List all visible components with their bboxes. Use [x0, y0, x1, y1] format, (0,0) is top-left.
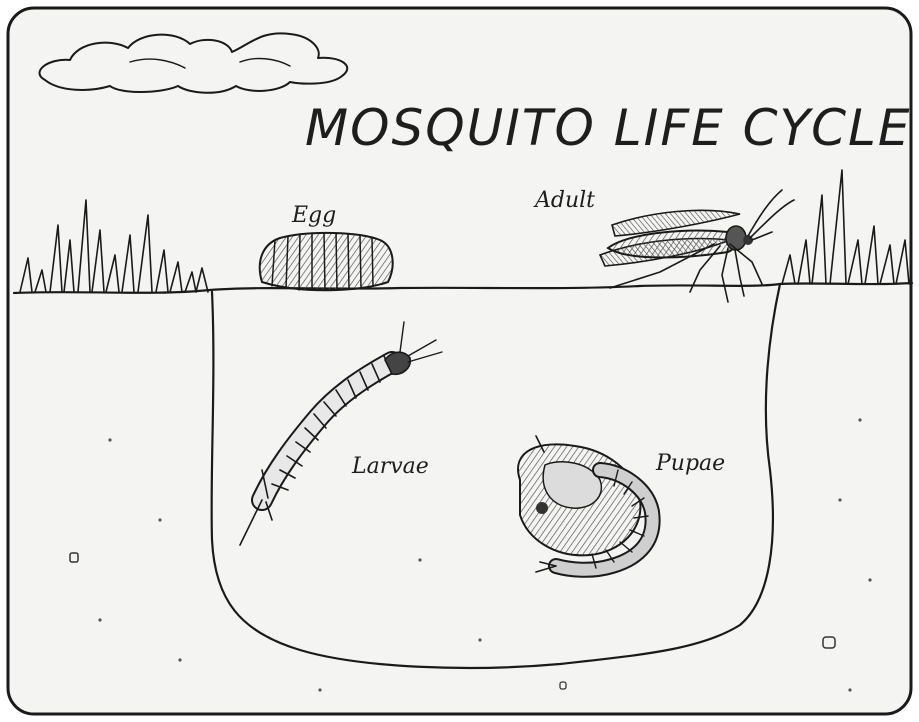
- pupae-label: Pupae: [655, 451, 725, 476]
- egg-label: Egg: [291, 203, 336, 228]
- egg-illustration: [260, 233, 393, 290]
- adult-label: Adult: [533, 188, 595, 213]
- larvae-label: Larvae: [351, 454, 429, 479]
- diagram-title: MOSQUITO LIFE CYCLE: [305, 99, 912, 157]
